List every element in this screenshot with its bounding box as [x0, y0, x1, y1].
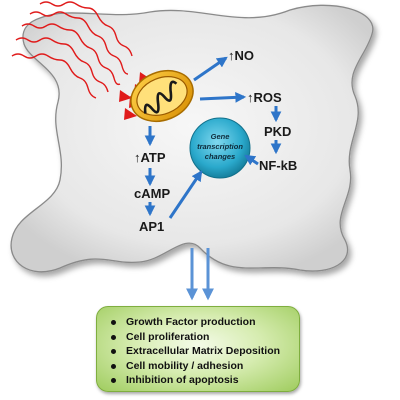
outcome-item: Inhibition of apoptosis: [109, 373, 291, 388]
outcome-list: Growth Factor production Cell proliferat…: [109, 315, 291, 388]
mitochondrion: [130, 69, 194, 123]
label-ros: ↑ROS: [247, 90, 282, 105]
nucleus-text-line1: Gene: [211, 132, 230, 141]
label-camp: cAMP: [134, 186, 170, 201]
outcome-item: Extracellular Matrix Deposition: [109, 344, 291, 359]
output-arrows: [186, 248, 214, 301]
outcome-box: Growth Factor production Cell proliferat…: [96, 306, 300, 392]
nucleus-text-line3: changes: [205, 152, 235, 161]
outcome-item: Cell mobility / adhesion: [109, 359, 291, 374]
label-atp: ↑ATP: [134, 150, 166, 165]
label-no: ↑NO: [228, 48, 254, 63]
arrow-mito-to-no: [193, 56, 228, 82]
label-ap1: AP1: [139, 219, 164, 234]
label-nfkb: NF-kB: [259, 158, 297, 173]
arrow-ap1-to-nucleus: [168, 170, 203, 219]
pathway-arrows: [144, 56, 282, 219]
outcome-item: Cell proliferation: [109, 330, 291, 345]
nucleus-text-line2: transcription: [197, 142, 243, 151]
outcome-item: Growth Factor production: [109, 315, 291, 330]
radiation-waves: [11, 1, 133, 99]
nucleus: Gene transcription changes: [189, 117, 251, 179]
arrow-mito-to-ros: [199, 91, 247, 103]
label-pkd: PKD: [264, 124, 291, 139]
arrow-nfkb-to-nucleus: [244, 154, 259, 166]
